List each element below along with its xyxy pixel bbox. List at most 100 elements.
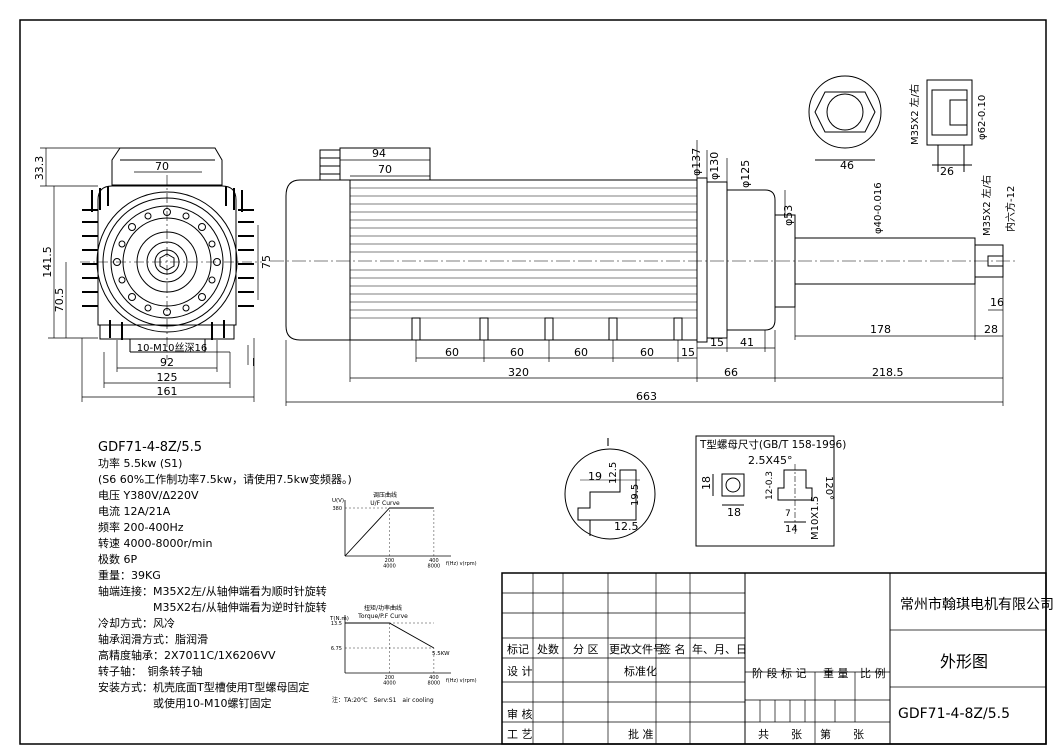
- chart-uf-title: 调压曲线: [373, 491, 397, 499]
- tb-standard: 标准化: [624, 665, 657, 678]
- tnut-18b: 18: [727, 506, 741, 519]
- tb-label-file: 更改文件号: [609, 643, 664, 656]
- spec-line: 轴承润滑方式：脂润滑: [98, 633, 208, 646]
- tb-total: 共 张: [758, 728, 802, 741]
- spec-line: 频率 200-400Hz: [98, 521, 184, 534]
- tb-label-count: 处数: [537, 643, 559, 656]
- title-block: [501, 572, 1047, 745]
- x-tick-label: 400: [429, 558, 439, 564]
- drawing-name: 外形图: [940, 652, 989, 671]
- tnut-thread: M10X1.5: [810, 496, 821, 540]
- dim-front-thread: 10-M10丝深16: [137, 342, 207, 354]
- dim-front-75: 75: [260, 255, 273, 269]
- dim-side-66: 66: [724, 366, 738, 379]
- chart-uf-subtitle: U/F Curve: [370, 500, 400, 507]
- spec-line: 极数 6P: [98, 553, 138, 566]
- tb-approve: 批 准: [628, 728, 654, 741]
- spec-line: 高精度轴承：2X7011C/1X6206VV: [98, 649, 276, 662]
- tb-label-sign: 签 名: [660, 643, 686, 656]
- dim-nut-thread: M35X2 左/右: [908, 84, 921, 145]
- spec-line: M35X2右/从轴伸端看为逆时针旋转: [98, 601, 327, 614]
- dim-side-d53: φ53: [782, 205, 795, 226]
- dim-side-28: 28: [984, 323, 998, 336]
- x-tick-label: 8000: [428, 564, 441, 570]
- dim-front-161: 161: [157, 385, 178, 398]
- tnut-box: [695, 435, 835, 547]
- company-name: 常州市翰琪电机有限公司: [900, 597, 1054, 613]
- tb-design: 设 计: [507, 665, 533, 678]
- spec-line: 转子轴： 铜条转子轴: [98, 665, 203, 678]
- tb-sheet: 第 张: [820, 728, 864, 741]
- spec-line: 转速 4000-8000r/min: [98, 537, 213, 550]
- model-title: GDF71-4-8Z/5.5: [98, 440, 202, 455]
- tb-stage: 阶 段 标 记: [752, 667, 807, 680]
- tb-weight: 重 量: [823, 667, 849, 680]
- spec-line: 功率 5.5kw (S1): [98, 457, 183, 470]
- tb-label-mark: 标记: [507, 643, 529, 656]
- dim-side-218: 218.5: [872, 366, 904, 379]
- nut-view: [808, 75, 973, 172]
- dim-side-d137: φ137: [690, 148, 703, 176]
- dim-side-16: 16: [990, 296, 1004, 309]
- chart-note: 注：TA:20℃ Serv:S1 air cooling: [332, 696, 434, 704]
- dim-side-60-2: 60: [510, 346, 524, 359]
- x-tick-label: 8000: [428, 681, 441, 687]
- spec-line: 重量：39KG: [98, 569, 161, 582]
- tb-scale: 比 例: [860, 667, 886, 680]
- dim-front-70-5: 70.5: [53, 288, 66, 313]
- spec-line: 电流 12A/21A: [98, 505, 171, 518]
- chart-torque-subtitle: Torque/P.F Curve: [357, 613, 408, 620]
- dim-front-33-3: 33.3: [33, 156, 46, 181]
- dim-side-d125: φ125: [739, 160, 752, 188]
- spec-line: 或使用10-M10螺钉固定: [98, 697, 272, 710]
- tb-review: 审 核: [507, 708, 533, 721]
- dim-side-thread: M35X2 左/右: [980, 175, 993, 236]
- tnut-12: 12-0.3: [765, 471, 775, 500]
- y-tick-label: 13.5: [331, 621, 342, 627]
- side-view: [270, 140, 1015, 406]
- chart-torque-ylabel: T(N.m): [329, 616, 349, 622]
- tnut-14: 14: [785, 524, 798, 535]
- tnut-18a: 18: [700, 476, 713, 490]
- x-tick-label: 200: [385, 675, 395, 681]
- dim-side-663: 663: [636, 390, 657, 403]
- dim-detail-19-5: 19.5: [630, 484, 641, 506]
- chart-torque-annotation: 5.5KW: [432, 651, 450, 657]
- dim-side-320: 320: [508, 366, 529, 379]
- chart-torque: 扭矩/功率曲线 Torque/P.F Curve T(N.m) f(Hz) v(…: [329, 604, 477, 687]
- detail-i-labels: I 19 12.5 19.5 12.5: [588, 436, 641, 533]
- tnut-chamfer: 2.5X45°: [748, 454, 793, 467]
- tb-process: 工 艺: [507, 728, 533, 741]
- tnut-120: 120°: [823, 476, 834, 500]
- y-tick-label: 6.75: [331, 646, 342, 652]
- dim-front-top-width: 70: [155, 160, 169, 173]
- dim-side-60-3: 60: [574, 346, 588, 359]
- dim-detail-12-5a: 12.5: [608, 462, 619, 484]
- dim-side-d40: φ40-0.016: [873, 182, 884, 234]
- chart-uf-ylabel: U(V): [332, 498, 344, 504]
- x-tick-label: 4000: [383, 681, 396, 687]
- side-view-labels: 94 70 φ137 φ130 φ125 φ53 φ40-0.016 M35X2…: [372, 147, 1017, 403]
- spec-line: (S6 60%工作制功率7.5kw，请使用7.5kw变频器。): [98, 473, 352, 486]
- tnut-7: 7: [785, 509, 791, 519]
- dim-side-15b: 15: [710, 336, 724, 349]
- x-tick-label: 4000: [383, 564, 396, 570]
- dim-side-41: 41: [740, 336, 754, 349]
- tnut-title: T型螺母尺寸(GB/T 158-1996): [699, 438, 846, 451]
- chart-torque-xlabel: f(Hz) v(rpm): [446, 678, 477, 684]
- dim-side-d130: φ130: [708, 152, 721, 180]
- dim-side-70: 70: [378, 163, 392, 176]
- dim-side-94: 94: [372, 147, 386, 160]
- x-tick-label: 200: [385, 558, 395, 564]
- front-view: [40, 147, 262, 402]
- spec-line: 冷却方式：风冷: [98, 617, 175, 630]
- spec-line: 安装方式：机壳底面T型槽使用T型螺母固定: [98, 681, 310, 694]
- tb-label-date: 年、月、日: [692, 643, 747, 656]
- drawing-code: GDF71-4-8Z/5.5: [898, 706, 1010, 722]
- spec-line: 轴端连接：M35X2左/从轴伸端看为顺时针旋转: [98, 585, 327, 598]
- tb-label-zone: 分 区: [573, 643, 599, 656]
- chart-torque-title: 扭矩/功率曲线: [364, 604, 402, 612]
- dim-side-60-1: 60: [445, 346, 459, 359]
- dim-side-15: 15: [681, 346, 695, 359]
